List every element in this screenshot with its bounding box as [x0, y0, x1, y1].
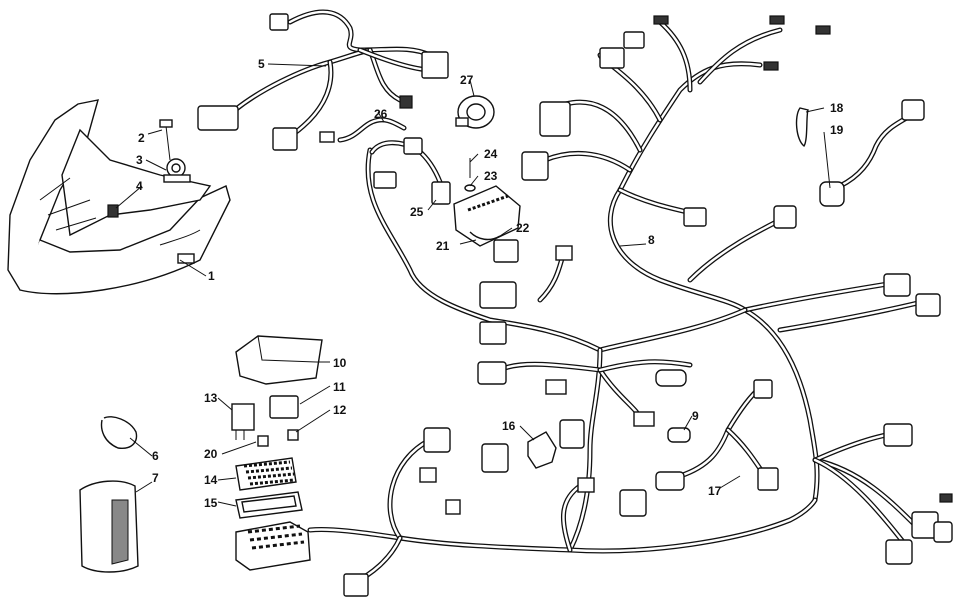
cable-tie [795, 107, 809, 148]
callout-16: 16 [502, 419, 516, 433]
callout-8: 8 [648, 233, 655, 247]
relay-cover [235, 335, 323, 385]
fuse-block-gasket-label [235, 457, 297, 491]
callout-6: 6 [152, 449, 159, 463]
washer [464, 184, 476, 192]
callout-26: 26 [374, 107, 388, 121]
callout-9: 9 [692, 409, 699, 423]
callout-14: 14 [204, 473, 218, 487]
callout-19: 19 [830, 123, 844, 137]
relay [231, 403, 255, 440]
fuse-block [235, 521, 311, 571]
ground-wire [319, 117, 407, 143]
callout-23: 23 [484, 169, 498, 183]
fuse [257, 435, 269, 447]
protective-sleeve [79, 480, 139, 573]
callout-21: 21 [436, 239, 450, 253]
sensor-harness [819, 99, 925, 207]
connector-cap [527, 419, 585, 469]
callout-25: 25 [410, 205, 424, 219]
callout-17: 17 [708, 484, 722, 498]
callout-20: 20 [204, 447, 218, 461]
callout-2: 2 [138, 131, 145, 145]
callout-3: 3 [136, 153, 143, 167]
connector-harness [369, 137, 451, 205]
callout-15: 15 [204, 496, 218, 510]
diode [667, 427, 691, 443]
callout-labels: 1 2 3 4 5 6 7 8 9 10 11 12 13 14 15 16 1… [136, 57, 844, 510]
callout-27: 27 [460, 73, 474, 87]
callout-22: 22 [516, 221, 530, 235]
callout-4: 4 [136, 179, 143, 193]
headlight-housing [7, 99, 231, 295]
callout-24: 24 [484, 147, 498, 161]
callout-11: 11 [333, 380, 346, 394]
callout-13: 13 [204, 391, 218, 405]
micro-relay [269, 395, 299, 419]
headlight-harness [197, 9, 449, 151]
retaining-clip [107, 204, 119, 218]
callout-10: 10 [333, 356, 347, 370]
callout-18: 18 [830, 101, 844, 115]
p-clamp [163, 158, 191, 183]
bolt [159, 119, 173, 161]
control-module [453, 185, 521, 247]
leader-lines [115, 63, 831, 507]
fuse-block-seal [235, 491, 303, 519]
buzzer [455, 95, 495, 129]
mini-fuse [287, 429, 299, 441]
sub-harness [655, 379, 779, 491]
callout-7: 7 [152, 471, 159, 485]
main-wiring-harness [307, 15, 953, 597]
callout-12: 12 [333, 403, 347, 417]
harness-clip [100, 416, 138, 449]
callout-1: 1 [208, 269, 215, 283]
callout-5: 5 [258, 57, 265, 71]
